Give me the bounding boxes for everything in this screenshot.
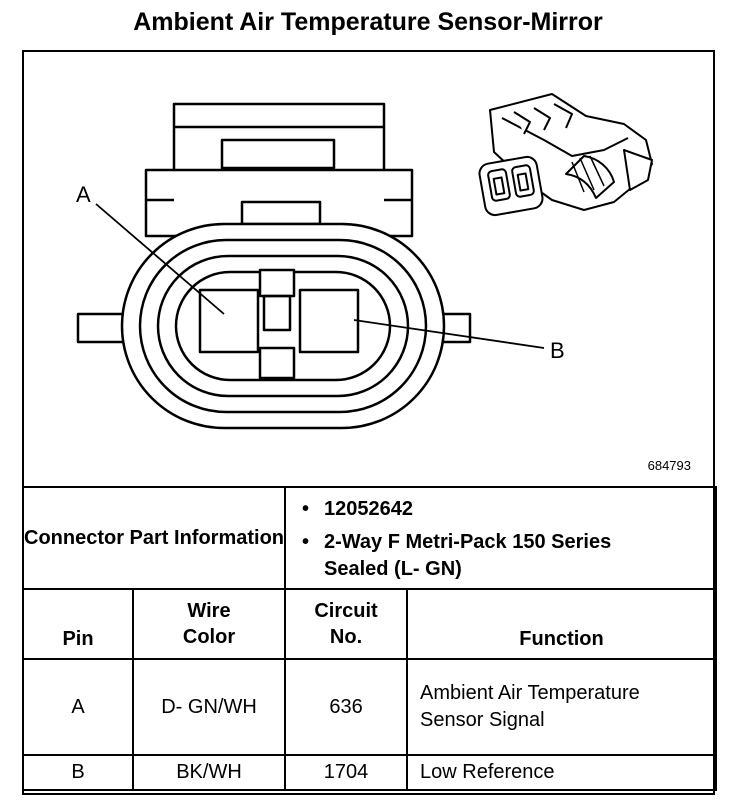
header-pin: Pin [22,588,134,660]
connector-info-label: Connector Part Information [21,486,287,590]
header-wire-color: Wire Color [131,588,287,660]
cavity-b [298,288,360,354]
header-function: Function [406,588,718,660]
connector-info-item: •2-Way F Metri-Pack 150 Series Sealed (L… [302,530,612,580]
callout-a: A [76,182,91,207]
connector-seal [156,254,410,398]
table-header-row: Pin Wire Color Circuit No. Function [22,588,718,660]
page-title: Ambient Air Temperature Sensor-Mirror [133,8,603,36]
bottom-key [258,346,296,380]
function-cell: Low Reference [406,754,718,791]
pin-cell: A [22,658,134,756]
callout-b: B [550,338,565,363]
callout-line-b [353,319,545,349]
circuit-cell: 636 [284,658,409,756]
connector-diagram: A B [76,93,653,430]
cavity-a [198,288,260,354]
wire-color-cell: BK/WH [131,754,287,791]
header-circuit-no: Circuit No. [284,588,409,660]
connector-table: Connector Part Information •12052642 •2-… [21,486,718,791]
pin-cell: B [22,754,134,791]
connector-info-item: •12052642 [302,497,413,520]
table-row: B BK/WH 1704 Low Reference [22,754,718,791]
figure-reference-number: 684793 [647,458,691,473]
top-key [258,268,296,298]
latch-window [220,138,336,170]
function-cell: Ambient Air Temperature Sensor Signal [406,658,718,756]
connector-sheet: A B 684793 Connector Part Information [21,50,718,795]
circuit-cell: 1704 [284,754,409,791]
connector-info-row: Connector Part Information •12052642 •2-… [21,486,718,590]
wire-color-cell: D- GN/WH [131,658,287,756]
table-row: A D- GN/WH 636 Ambient Air Temperature S… [22,658,718,756]
front-face [478,155,544,217]
callout-line-a [95,203,225,315]
connector-info-list: •12052642 •2-Way F Metri-Pack 150 Series… [284,486,718,590]
connector-perspective-illustration [478,93,653,217]
connector-outer-shell [120,222,446,430]
